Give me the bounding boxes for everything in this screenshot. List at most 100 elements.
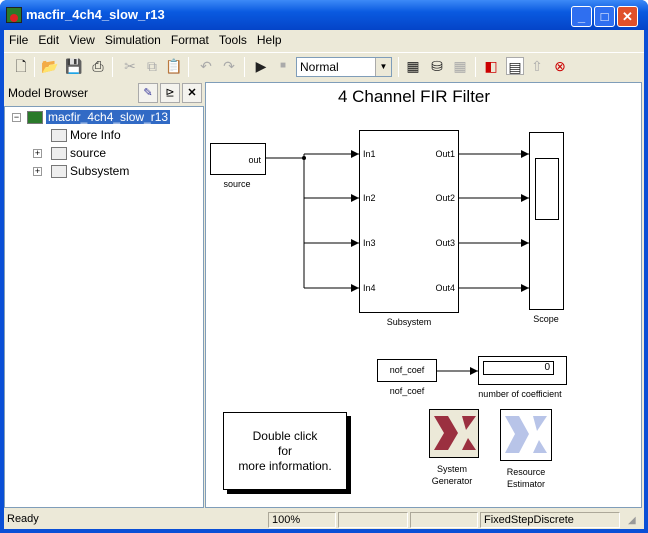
subsystem-icon bbox=[51, 129, 67, 143]
menu-tools[interactable]: Tools bbox=[218, 33, 247, 47]
menu-view[interactable]: View bbox=[69, 33, 95, 47]
model-tree: − macfir_4ch4_slow_r13 More Info + sourc… bbox=[4, 106, 204, 508]
toolbar: 🗋 📂 💾 ⎙ ✂ ⧉ 📋 ↶ ↷ ▶ ■ Normal▼ ▦ ⛁ ▦ ◧ ▤ … bbox=[4, 52, 644, 80]
subsystem-block[interactable]: In1 In2 In3 In4 Out1 Out2 Out3 Out4 bbox=[359, 130, 459, 313]
xilinx-logo-icon bbox=[434, 416, 476, 450]
model-browser-icon[interactable]: ▤ bbox=[506, 57, 524, 75]
diagram-canvas[interactable]: 4 Channel FIR Filter out source In1 In2 … bbox=[205, 82, 642, 508]
model-browser-title: Model Browser bbox=[8, 86, 89, 100]
status-cell-empty bbox=[410, 512, 478, 528]
paste-icon[interactable]: 📋 bbox=[165, 58, 183, 74]
scope-label: Scope bbox=[533, 314, 559, 324]
client-area: File Edit View Simulation Format Tools H… bbox=[4, 30, 644, 529]
out2-port: Out2 bbox=[435, 193, 455, 203]
solver-name: FixedStepDiscrete bbox=[480, 512, 620, 528]
out1-port: Out1 bbox=[435, 149, 455, 159]
tree-item-more-info[interactable]: More Info bbox=[51, 128, 121, 143]
simulink-model-icon bbox=[6, 7, 22, 23]
expand-icon[interactable]: + bbox=[33, 166, 42, 176]
update-icon[interactable]: ⛁ bbox=[431, 58, 443, 74]
display-block[interactable]: 0 bbox=[478, 356, 567, 385]
source-label: source bbox=[223, 179, 251, 189]
stop-icon[interactable]: ■ bbox=[279, 60, 287, 71]
redo-icon[interactable]: ↷ bbox=[223, 58, 235, 74]
resize-grip-icon[interactable]: ◢ bbox=[628, 515, 636, 526]
undo-icon[interactable]: ↶ bbox=[200, 58, 212, 74]
menu-edit[interactable]: Edit bbox=[38, 33, 60, 47]
simulation-mode-select[interactable]: Normal▼ bbox=[296, 57, 392, 77]
status-text: Ready bbox=[7, 513, 39, 525]
copy-icon[interactable]: ⧉ bbox=[147, 58, 157, 74]
tree-item-label: More Info bbox=[70, 128, 121, 142]
source-block[interactable]: out bbox=[210, 143, 266, 175]
play-icon[interactable]: ▶ bbox=[255, 58, 267, 74]
xilinx-logo-faded-icon bbox=[505, 416, 547, 453]
scope-screen bbox=[535, 158, 559, 220]
nof-coef-text: nof_coef bbox=[389, 365, 425, 375]
new-icon[interactable]: 🗋 bbox=[15, 58, 27, 74]
system-generator-block[interactable] bbox=[429, 409, 479, 458]
tree-root[interactable]: macfir_4ch4_slow_r13 bbox=[27, 110, 171, 125]
status-bar: Ready 100% FixedStepDiscrete ◢ bbox=[4, 510, 644, 529]
model-browser: Model Browser ✎ ⊵ ✕ − macfir_4ch4_slow_r… bbox=[4, 82, 204, 508]
signal-lines bbox=[266, 150, 529, 375]
print-icon[interactable]: ⎙ bbox=[92, 58, 104, 74]
subsystem-label: Subsystem bbox=[386, 317, 432, 327]
note-line: Double click bbox=[252, 429, 318, 443]
menu-bar: File Edit View Simulation Format Tools H… bbox=[4, 30, 287, 48]
diagram-title: 4 Channel FIR Filter bbox=[337, 87, 491, 106]
note-line: for bbox=[277, 444, 292, 458]
out3-port: Out3 bbox=[435, 238, 455, 248]
window-title: macfir_4ch4_slow_r13 bbox=[26, 7, 165, 22]
in4-port: In4 bbox=[363, 283, 376, 293]
subsystem-icon bbox=[51, 147, 67, 161]
menu-help[interactable]: Help bbox=[256, 33, 282, 47]
tree-item-subsystem[interactable]: Subsystem bbox=[51, 164, 130, 179]
resource-estimator-block[interactable] bbox=[500, 409, 552, 461]
tree-item-source[interactable]: source bbox=[51, 146, 107, 161]
save-icon[interactable]: 💾 bbox=[65, 58, 83, 74]
menu-file[interactable]: File bbox=[9, 33, 29, 47]
minimize-button[interactable]: _ bbox=[571, 6, 592, 27]
tree-root-label: macfir_4ch4_slow_r13 bbox=[46, 110, 171, 124]
nof-coef-label: nof_coef bbox=[389, 386, 425, 396]
library-icon[interactable]: ◧ bbox=[484, 58, 498, 74]
chevron-down-icon[interactable]: ▼ bbox=[375, 58, 391, 76]
status-cell-empty bbox=[338, 512, 408, 528]
show-library-links-icon[interactable]: ✎ bbox=[138, 83, 158, 103]
close-browser-icon[interactable]: ✕ bbox=[182, 83, 202, 103]
info-note-block[interactable]: Double click for more information. bbox=[223, 412, 347, 490]
refresh-icon[interactable]: ▦ bbox=[453, 58, 467, 74]
scope-block[interactable] bbox=[529, 132, 564, 310]
cut-icon[interactable]: ✂ bbox=[124, 58, 136, 74]
source-out-port: out bbox=[248, 155, 261, 165]
tree-item-label: Subsystem bbox=[70, 164, 130, 178]
title-bar[interactable]: macfir_4ch4_slow_r13 _ □ ✕ bbox=[0, 0, 648, 30]
open-icon[interactable]: 📂 bbox=[41, 58, 59, 74]
debug-icon[interactable]: ⊗ bbox=[554, 58, 566, 74]
subsystem-icon bbox=[51, 165, 67, 179]
build-icon[interactable]: ▦ bbox=[406, 58, 420, 74]
maximize-button[interactable]: □ bbox=[594, 6, 615, 27]
in1-port: In1 bbox=[363, 149, 376, 159]
menu-simulation[interactable]: Simulation bbox=[104, 33, 161, 47]
out4-port: Out4 bbox=[435, 283, 455, 293]
expand-icon[interactable]: + bbox=[33, 148, 42, 158]
collapse-icon[interactable]: − bbox=[12, 112, 21, 122]
display-label: number of coefficient bbox=[478, 389, 562, 399]
in2-port: In2 bbox=[363, 193, 376, 203]
tree-item-label: source bbox=[70, 146, 107, 160]
nof-coef-block[interactable]: nof_coef bbox=[377, 359, 437, 382]
show-masked-icon[interactable]: ⊵ bbox=[160, 83, 180, 103]
note-line: more information. bbox=[238, 459, 332, 473]
display-value: 0 bbox=[483, 361, 554, 375]
parent-icon[interactable]: ⇧ bbox=[531, 58, 543, 74]
in3-port: In3 bbox=[363, 238, 376, 248]
close-button[interactable]: ✕ bbox=[617, 6, 638, 27]
model-icon bbox=[27, 111, 43, 125]
zoom-level: 100% bbox=[268, 512, 336, 528]
menu-format[interactable]: Format bbox=[170, 33, 209, 47]
